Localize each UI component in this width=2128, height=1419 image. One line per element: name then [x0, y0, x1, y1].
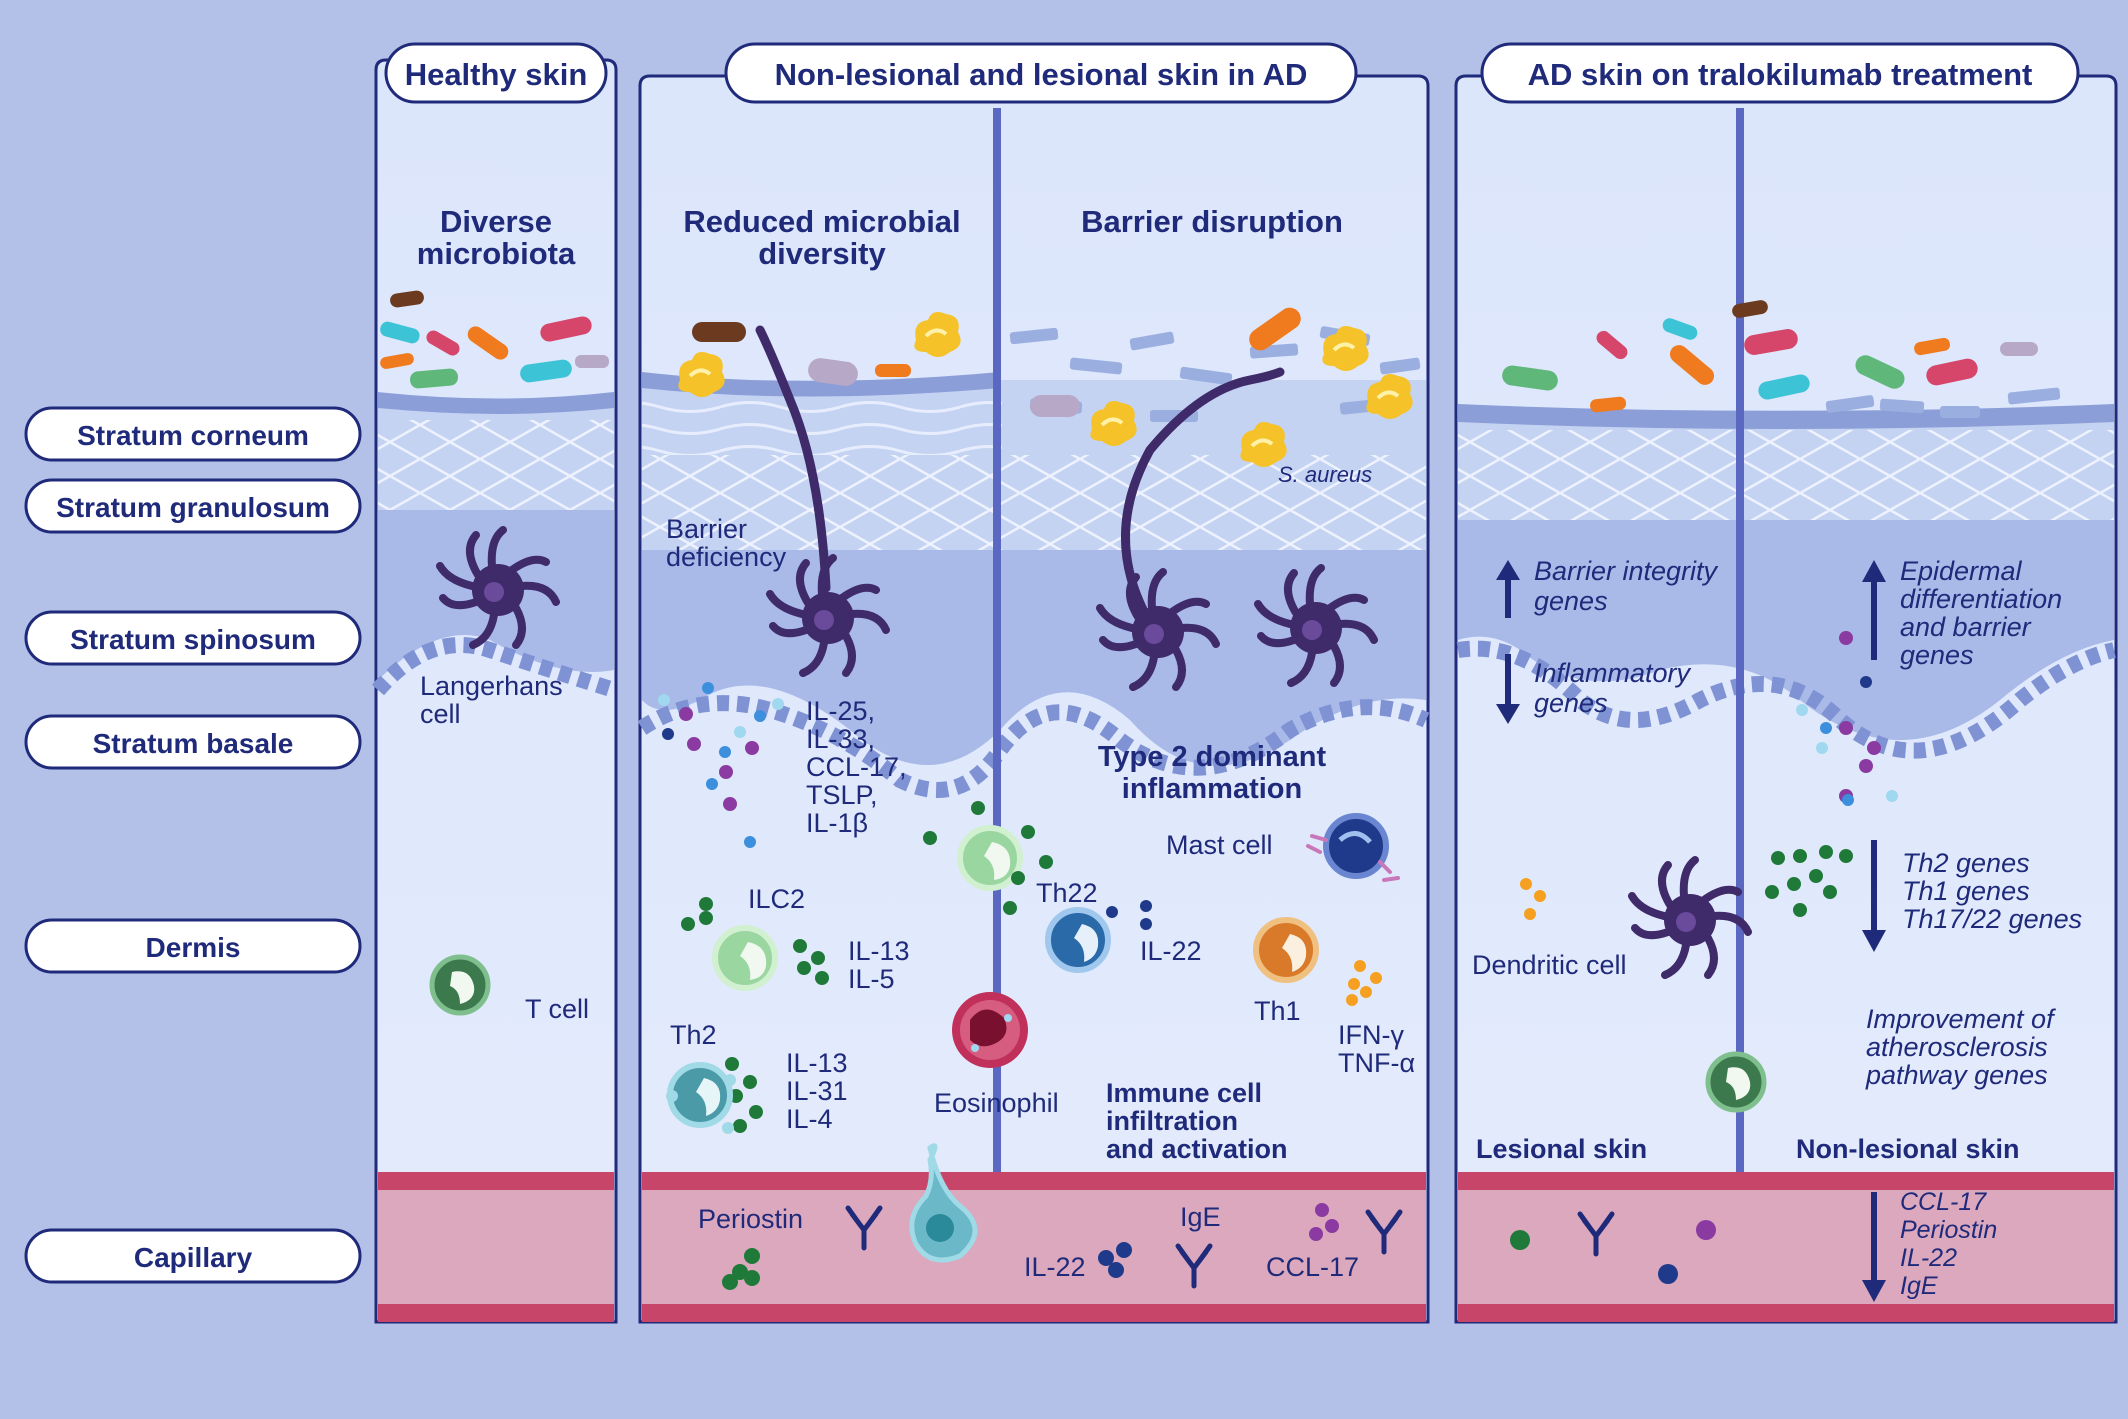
th1-cytokine-2: TNF-α [1338, 1048, 1415, 1078]
s-aureus-label: S. aureus [1278, 462, 1372, 487]
layer-labels: Stratum corneum Stratum granulosum Strat… [24, 406, 362, 1284]
inflammatory-line2: genes [1534, 688, 1608, 718]
ilc2-cytokine-2: IL-5 [848, 964, 895, 994]
t-cell-label: T cell [525, 994, 589, 1024]
il22-label: IL-22 [1140, 936, 1202, 966]
ilc2-label: ILC2 [748, 884, 805, 914]
green-cytokine-dots [681, 801, 1053, 1290]
healthy-title: Healthy skin [405, 57, 588, 92]
treatment-title: AD skin on tralokilumab treatment [1528, 57, 2033, 92]
athero-line1: Improvement of [1866, 1004, 2056, 1034]
epidermal-line4: genes [1900, 640, 1974, 670]
layer-label-stratum-basale: Stratum basale [93, 728, 294, 759]
capillary-il22-label: IL-22 [1024, 1252, 1086, 1282]
updown-arrows [1496, 560, 1886, 1302]
cytokine-dots [658, 682, 784, 848]
inflammatory-line1: Inflammatory [1534, 658, 1692, 688]
epidermal-line3: and barrier [1900, 612, 2032, 642]
th22-cell-icon [1045, 900, 1152, 973]
langerhans-label-line2: cell [420, 699, 461, 729]
eosinophil-icon [952, 992, 1028, 1068]
ad-heading-right: Barrier disruption [1081, 204, 1343, 239]
treatment-dots [1510, 631, 1898, 1284]
capillary-marker-1: CCL-17 [1900, 1188, 1987, 1216]
th1-label: Th1 [1254, 996, 1301, 1026]
panel-titles: Healthy skin Non-lesional and lesional s… [384, 42, 2080, 104]
capillary-marker-4: IgE [1900, 1272, 1938, 1300]
th22-label: Th22 [1036, 878, 1098, 908]
ilc2-icon [712, 825, 1023, 991]
ad-title: Non-lesional and lesional skin in AD [775, 57, 1308, 92]
capillary-marker-3: IL-22 [1900, 1244, 1957, 1272]
th2-cell-icon [666, 1062, 736, 1134]
th2-cytokine-3: IL-4 [786, 1104, 833, 1134]
type2-label-line1: Type 2 dominant [1098, 741, 1327, 773]
immune-label-line2: infiltration [1106, 1106, 1238, 1136]
treatment-panel: Barrier integrity genes Inflammatory gen… [1454, 74, 2118, 1324]
cytokine-label-3: CCL-17, [806, 752, 907, 782]
cytokine-label-2: IL-33, [806, 724, 875, 754]
th-genes-line1: Th2 genes [1902, 848, 2030, 878]
th-genes-line2: Th1 genes [1902, 876, 2030, 906]
immune-label-line3: and activation [1106, 1134, 1288, 1164]
monocyte-capillary-icon [909, 1143, 978, 1263]
eosinophil-label: Eosinophil [934, 1088, 1059, 1118]
layer-label-stratum-corneum: Stratum corneum [77, 420, 309, 451]
th2-label: Th2 [670, 1020, 717, 1050]
barrier-deficiency-line2: deficiency [666, 542, 787, 572]
layer-label-stratum-granulosum: Stratum granulosum [56, 492, 330, 523]
mast-cell-label: Mast cell [1166, 830, 1273, 860]
layer-label-stratum-spinosum: Stratum spinosum [70, 624, 316, 655]
healthy-heading-line2: microbiota [417, 236, 576, 271]
capillary-marker-2: Periostin [1900, 1216, 1997, 1244]
type2-label-line2: inflammation [1122, 773, 1302, 805]
dendritic-label: Dendritic cell [1472, 950, 1627, 980]
periostin-label: Periostin [698, 1204, 803, 1234]
epidermal-line1: Epidermal [1900, 556, 2023, 586]
t-cell-icon [429, 954, 491, 1016]
immune-label-line1: Immune cell [1106, 1078, 1262, 1108]
th1-cell-icon [1253, 917, 1382, 1006]
layer-label-capillary: Capillary [134, 1242, 253, 1273]
cytokine-label-1: IL-25, [806, 696, 875, 726]
cytokine-label-5: IL-1β [806, 808, 868, 838]
ad-panel: Reduced microbial diversity Barrier disr… [637, 74, 1430, 1324]
ad-heading-left-line1: Reduced microbial [683, 204, 960, 239]
cytokine-label-4: TSLP, [806, 780, 878, 810]
ige-label: IgE [1180, 1202, 1221, 1232]
th2-cytokine-2: IL-31 [786, 1076, 848, 1106]
healthy-heading-line1: Diverse [440, 204, 552, 239]
mast-cell-icon [1306, 813, 1400, 882]
nonlesional-skin-label: Non-lesional skin [1796, 1134, 2020, 1164]
th-genes-line3: Th17/22 genes [1902, 904, 2082, 934]
healthy-panel: Diverse microbiota Langerhans cell T cel… [371, 58, 618, 1324]
t-cell-icon [1705, 1051, 1767, 1113]
barrier-integrity-line2: genes [1534, 586, 1608, 616]
ccl17-label: CCL-17 [1266, 1252, 1359, 1282]
lesional-skin-label: Lesional skin [1476, 1134, 1647, 1164]
th1-cytokine-1: IFN-γ [1338, 1020, 1404, 1050]
athero-line3: pathway genes [1865, 1060, 2048, 1090]
ilc2-cytokine-1: IL-13 [848, 936, 910, 966]
barrier-integrity-line1: Barrier integrity [1534, 556, 1719, 586]
ad-heading-left-line2: diversity [758, 236, 886, 271]
layer-label-dermis: Dermis [146, 932, 241, 963]
athero-line2: atherosclerosis [1866, 1032, 2048, 1062]
th2-cytokine-1: IL-13 [786, 1048, 848, 1078]
barrier-deficiency-line1: Barrier [666, 514, 747, 544]
epidermal-line2: differentiation [1900, 584, 2062, 614]
langerhans-label-line1: Langerhans [420, 671, 563, 701]
